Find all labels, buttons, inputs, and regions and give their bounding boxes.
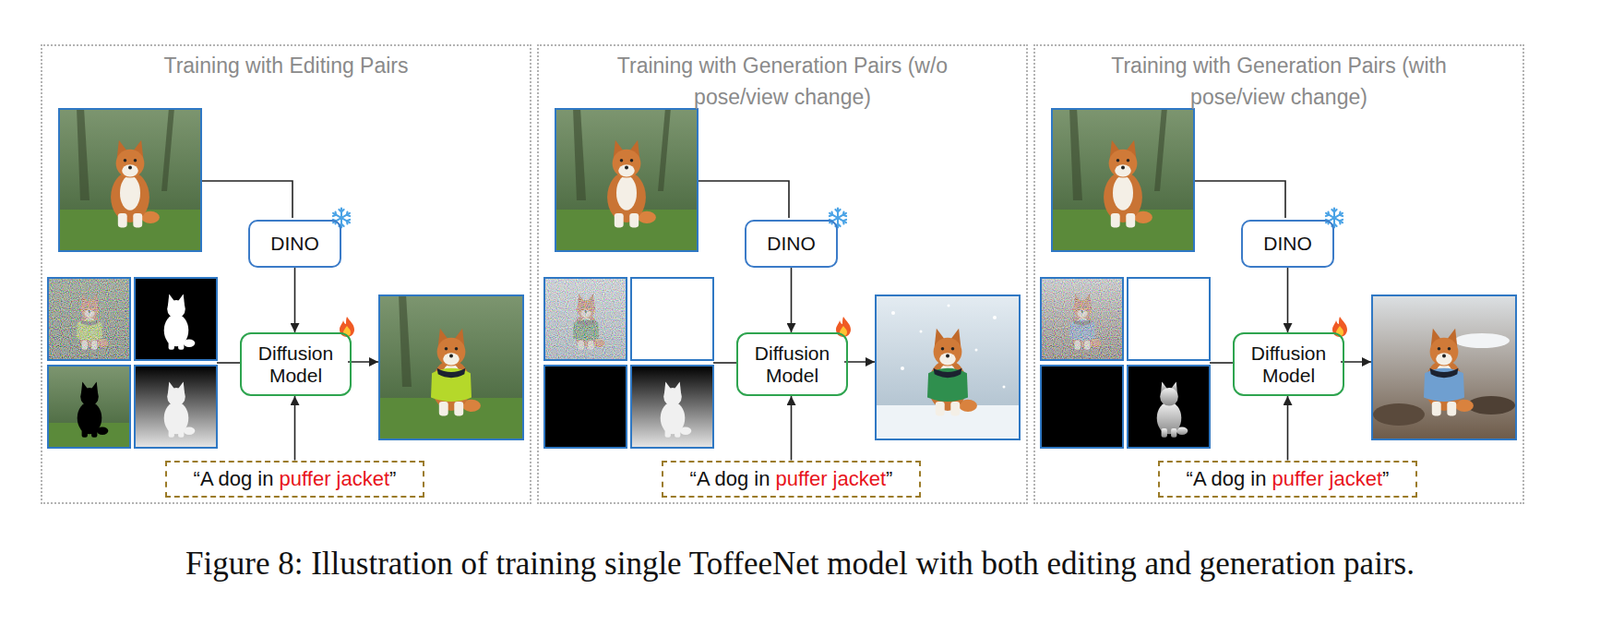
depth-image — [631, 365, 714, 448]
box-label: Diffusion Model — [249, 342, 343, 387]
model-box: Diffusion Model — [239, 332, 352, 396]
box-label: DINO — [270, 232, 320, 255]
training-panel: Training with Generation Pairs (with pos… — [1033, 44, 1525, 504]
wire — [1209, 361, 1233, 364]
encoder-box: DINO — [744, 219, 838, 268]
panel-illustration — [1040, 107, 1517, 448]
arrow-connector — [294, 395, 297, 461]
empty-mask — [1127, 277, 1210, 360]
prompt-box: “A dog inpuffer jacket” — [165, 460, 425, 498]
encoder-box: DINO — [1241, 219, 1335, 268]
box-label: DINO — [1263, 232, 1313, 255]
output-image — [378, 294, 525, 441]
depth-image — [1127, 365, 1210, 448]
arrow-connector — [790, 267, 793, 333]
panel-title: Training with Generation Pairs (with pos… — [1108, 49, 1450, 113]
figure-caption: Figure 8: Illustration of training singl… — [0, 544, 1600, 584]
arrow — [1340, 360, 1372, 363]
panel-illustration — [47, 107, 525, 448]
wire — [1194, 180, 1286, 218]
prompt-text: ” — [1382, 466, 1389, 491]
prompt-text: ” — [885, 466, 893, 491]
reference-image — [1050, 107, 1195, 252]
encoder-box: DINO — [248, 219, 342, 268]
reference-image — [554, 107, 699, 252]
empty-mask — [631, 277, 714, 360]
reference-image — [58, 107, 203, 252]
frozen-icon — [1325, 208, 1343, 228]
arrow-connector — [1287, 395, 1290, 461]
wire — [713, 361, 737, 364]
training-panel: Training with Generation Pairs (w/o pose… — [537, 44, 1028, 504]
prompt-text: “A dog in — [193, 466, 275, 491]
empty-image — [544, 365, 627, 448]
panel-title: Training with Editing Pairs — [163, 49, 408, 82]
training-panel: Training with Editing PairsDINO Diffusion… — [40, 44, 532, 504]
mask-image — [134, 277, 217, 360]
panel-illustration — [544, 107, 1021, 448]
prompt-text: puffer jacket — [1272, 466, 1383, 491]
empty-image — [1040, 365, 1123, 448]
frozen-icon — [829, 208, 847, 228]
prompt-box: “A dog inpuffer jacket” — [1158, 460, 1418, 498]
box-label: Diffusion Model — [1241, 342, 1336, 387]
prompt-text: “A dog in — [690, 466, 771, 491]
wire — [216, 361, 240, 364]
wire — [202, 180, 293, 218]
prompt-box: “A dog inpuffer jacket” — [661, 460, 921, 498]
frozen-icon — [333, 208, 350, 228]
arrow-connector — [790, 395, 793, 461]
noisy-image — [47, 277, 131, 360]
panel-title: Training with Generation Pairs (w/o pose… — [611, 49, 954, 113]
box-label: DINO — [766, 232, 816, 255]
prompt-text: puffer jacket — [776, 466, 886, 491]
arrow — [347, 360, 379, 363]
arrow-connector — [1287, 267, 1290, 333]
noisy-image — [1040, 277, 1123, 360]
output-image — [1371, 294, 1517, 441]
masked-image — [47, 365, 131, 448]
box-label: Diffusion Model — [745, 342, 839, 387]
arrow-connector — [294, 267, 297, 333]
wire — [698, 180, 789, 218]
model-box: Diffusion Model — [1232, 332, 1345, 396]
depth-image — [134, 365, 217, 448]
output-image — [874, 294, 1021, 441]
noisy-image — [544, 277, 627, 360]
prompt-text: “A dog in — [1186, 466, 1267, 491]
model-box: Diffusion Model — [736, 332, 848, 396]
arrow — [844, 360, 875, 363]
prompt-text: puffer jacket — [279, 466, 390, 491]
prompt-text: ” — [389, 466, 396, 491]
